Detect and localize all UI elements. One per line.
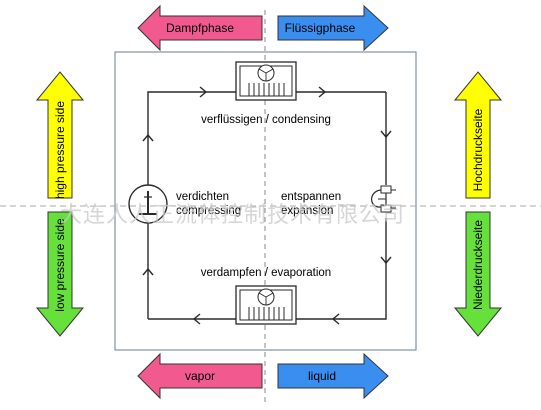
condensing-label: verflüssigen / condensing xyxy=(201,114,331,126)
vapor-phase-arrow: Dampfphase xyxy=(137,4,263,52)
cycle-box xyxy=(114,51,417,351)
low-pressure-side-label: low pressure side xyxy=(53,218,67,312)
liquid-arrow: liquid xyxy=(277,352,389,400)
hochdruckseite-label: Hochdruckseite xyxy=(471,108,485,191)
liquid-phase-arrow: Flüssigphase xyxy=(277,4,389,52)
compressor-icon xyxy=(128,184,168,224)
vapor-label: vapor xyxy=(185,369,215,383)
expansion-valve-icon xyxy=(371,185,396,213)
liquid-label: liquid xyxy=(308,369,336,383)
compressing-label-en: compressing xyxy=(176,205,241,217)
high-pressure-side-arrow-left: high pressure side xyxy=(35,71,85,199)
evaporator-unit xyxy=(235,285,297,325)
low-pressure-side-arrow-left: low pressure side xyxy=(35,211,85,337)
evaporation-label: verdampfen / evaporation xyxy=(201,267,331,279)
expansion-label-en: expansion xyxy=(281,205,333,217)
vapor-phase-label: Dampfphase xyxy=(166,21,234,35)
flow-direction-arrows xyxy=(142,86,392,325)
fan-icon xyxy=(257,288,275,306)
high-pressure-side-arrow-right: Hochdruckseite xyxy=(453,71,503,199)
fan-icon xyxy=(257,64,275,82)
flow-lines xyxy=(147,91,387,320)
condenser-unit xyxy=(235,61,297,101)
high-pressure-side-label: high pressure side xyxy=(53,101,67,199)
compressing-label-de: verdichten xyxy=(176,191,229,203)
expansion-label-de: entspannen xyxy=(281,191,341,203)
watermark-text: 大连人人正流体控制技术有限公司 xyxy=(60,203,405,228)
low-pressure-side-arrow-right: Niederdruckseite xyxy=(453,211,503,337)
liquid-phase-label: Flüssigphase xyxy=(285,21,356,35)
niederdruckseite-label: Niederdruckseite xyxy=(471,220,485,310)
vapor-arrow: vapor xyxy=(137,352,263,400)
